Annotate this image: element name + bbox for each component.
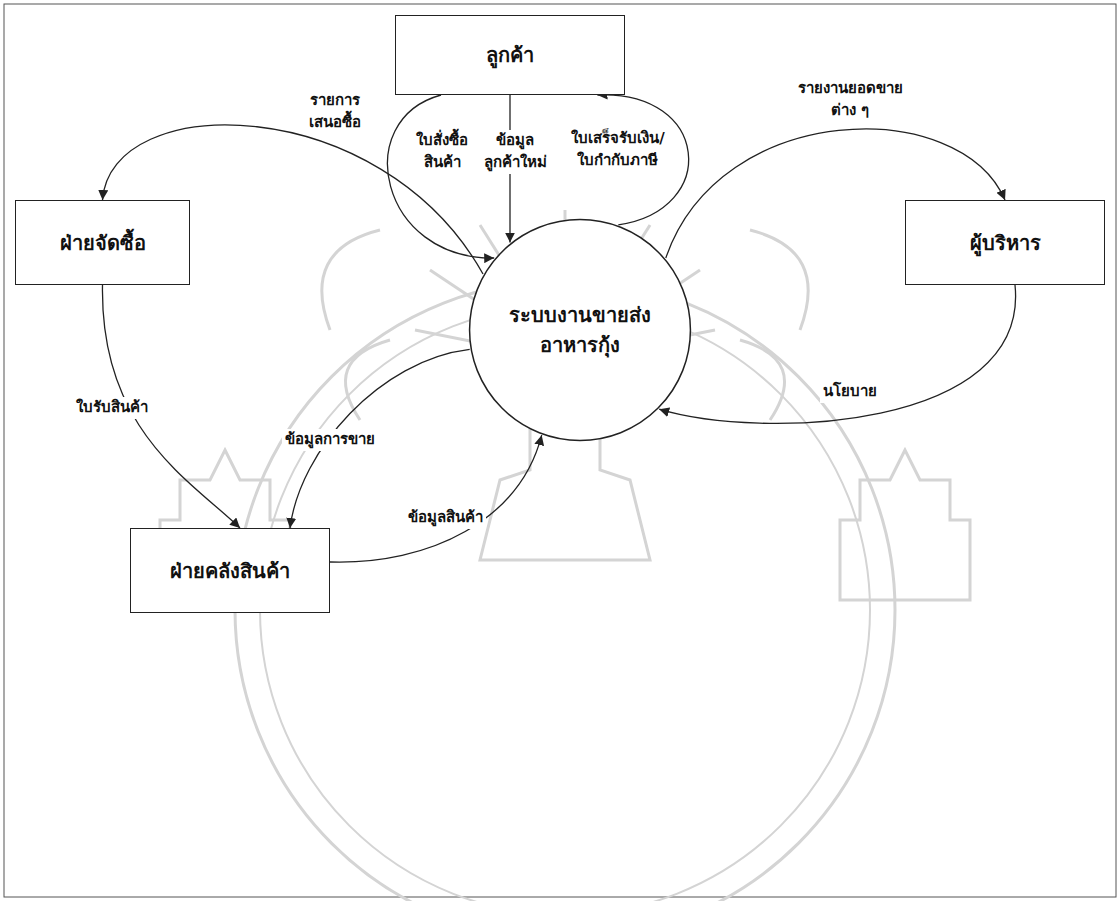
flow-label: นโยบาย [820, 381, 880, 403]
seal-pagoda [840, 450, 970, 600]
external-entity-box: ลูกค้า [395, 15, 625, 95]
flow-label: ข้อมูลสินค้า [405, 507, 486, 529]
data-flow-arrow [388, 95, 495, 258]
data-flow-arrow [330, 435, 542, 562]
node-label: ฝ่ายคลังสินค้า [170, 556, 290, 586]
flow-label: รายการ เสนอซื้อ [306, 90, 364, 134]
data-flow-arrow [659, 285, 1015, 423]
flow-label: รายงานยอดขาย ต่าง ๆ [795, 78, 906, 122]
seal-swirl [322, 230, 380, 330]
seal-swirl [740, 340, 785, 420]
node-label: ระบบงานขายส่ง อาหารกุ้ง [509, 300, 651, 360]
node-label: ลูกค้า [486, 40, 534, 70]
flow-label: ใบเสร็จรับเงิน/ ใบกำกับภาษี [568, 128, 667, 172]
flow-label: ใบรับสินค้า [73, 397, 151, 419]
process-circle: ระบบงานขายส่ง อาหารกุ้ง [468, 218, 692, 442]
process-outline [468, 218, 692, 442]
seal-swirl [345, 340, 390, 420]
node-label: ฝ่ายจัดซื้อ [60, 228, 146, 258]
flow-label: ใบสั่งซื้อ สินค้า [413, 130, 471, 174]
seal-swirl [750, 230, 808, 330]
external-entity-box: ผู้บริหาร [905, 200, 1105, 285]
page-frame [4, 4, 1116, 897]
process-outline [470, 220, 691, 441]
flow-label: ข้อมูล ลูกค้าใหม่ [481, 130, 550, 174]
seal-pagoda [160, 450, 290, 600]
flow-label: ข้อมูลการขาย [282, 429, 378, 451]
external-entity-box: ฝ่ายคลังสินค้า [130, 528, 330, 613]
node-label: ผู้บริหาร [970, 228, 1041, 258]
external-entity-box: ฝ่ายจัดซื้อ [15, 200, 190, 285]
